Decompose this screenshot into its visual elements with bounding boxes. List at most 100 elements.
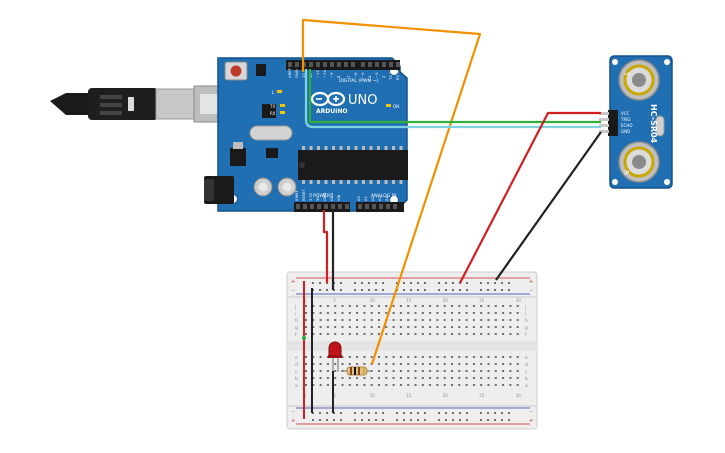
column-number: 5 [333, 393, 336, 398]
breadboard-hole [348, 363, 351, 365]
breadboard-hole [465, 384, 468, 386]
breadboard-center-channel [287, 341, 537, 351]
sensor-pin-block[interactable] [599, 110, 618, 136]
column-number: 20 [443, 393, 449, 398]
breadboard-hole [334, 384, 337, 386]
breadboard-hole [472, 356, 475, 358]
column-number: 15 [406, 393, 412, 398]
breadboard-hole [480, 377, 483, 379]
breadboard-hole [363, 312, 366, 314]
breadboard-hole [472, 305, 475, 307]
analog-pin [379, 204, 383, 209]
breadboard-hole [451, 333, 453, 335]
power-pin [324, 204, 328, 209]
rail-hole [410, 282, 412, 284]
wire-green-trig[interactable] [308, 69, 601, 124]
breadboard-hole [334, 312, 337, 314]
breadboard-hole [305, 377, 307, 379]
power-header[interactable] [294, 202, 350, 212]
breadboard-hole [458, 363, 461, 365]
rail-hole [368, 419, 370, 421]
breadboard-hole [378, 305, 380, 307]
arduino-uno-board[interactable]: ARDUINO UNO DIGITAL (PWM ~) POWER ANALOG… [204, 57, 408, 212]
led-tx-label: TX [269, 104, 275, 109]
breadboard-hole [465, 319, 468, 321]
breadboard-hole [443, 319, 446, 321]
red-led[interactable] [328, 341, 342, 372]
row-letter: f [525, 332, 527, 338]
breadboard-hole [414, 312, 417, 314]
breadboard-hole [414, 363, 417, 365]
breadboard-hole [494, 363, 497, 365]
digital-header[interactable] [286, 60, 400, 70]
breadboard-hole [465, 363, 468, 365]
breadboard-hole [407, 356, 410, 358]
rail-hole [445, 412, 447, 414]
breadboard-hole [472, 384, 475, 386]
pin-label-a3: A3 [378, 196, 382, 201]
rail-plus-bottom-right: + [529, 418, 533, 424]
rail-hole [480, 282, 482, 284]
chip-pin [399, 180, 403, 184]
rail-hole [333, 419, 335, 421]
rail-hole [480, 419, 482, 421]
breadboard-hole [399, 384, 402, 386]
pin-label-8: 8 [336, 75, 341, 78]
pin-label-2: 2 [381, 75, 386, 78]
wire-cyan-echo[interactable] [304, 69, 601, 129]
breadboard-hole [429, 370, 432, 372]
wire-black-gnd[interactable] [495, 131, 602, 281]
rail-minus-top-right: − [529, 288, 533, 294]
wire-red-vcc[interactable] [459, 111, 601, 284]
reset-button-cap[interactable] [230, 65, 242, 77]
rail-hole [382, 412, 384, 414]
breadboard-hole [494, 356, 497, 358]
breadboard-hole [341, 319, 344, 321]
breadboard-hole [421, 356, 424, 358]
breadboard-hole [451, 356, 453, 358]
rail-hole [354, 282, 356, 284]
resistor[interactable] [341, 366, 372, 376]
wire-orange-d13-to-resistor[interactable] [301, 18, 482, 365]
breadboard-hole [421, 363, 424, 365]
digital-pin [396, 62, 400, 67]
rail-minus-bottom-right: − [529, 409, 533, 415]
chip-pin [362, 180, 365, 184]
breadboard-hole [399, 363, 402, 365]
digital-pin [368, 62, 372, 67]
pin-label-a2: A2 [371, 196, 375, 201]
breadboard-hole [480, 319, 483, 321]
breadboard-hole [509, 319, 512, 321]
rail-hole [424, 412, 426, 414]
rail-hole [494, 282, 496, 284]
breadboard-hole [385, 384, 388, 386]
breadboard-hole [516, 333, 519, 335]
hc-sr04-sensor[interactable]: HC-SR04 T R VCC TRIG ECHO GND [599, 55, 673, 189]
chip-pin [369, 146, 373, 150]
breadboard-hole [436, 319, 439, 321]
breadboard-hole [312, 305, 315, 307]
breadboard-hole [399, 319, 402, 321]
rail-hole [368, 282, 370, 284]
rail-hole [459, 412, 461, 414]
breadboard-hole [465, 356, 468, 358]
column-number: 10 [370, 298, 376, 303]
rail-plus-top-left: + [291, 279, 295, 285]
rail-hole [438, 282, 440, 284]
column-number: 1 [304, 393, 307, 398]
wire-red-5v-to-rail[interactable] [322, 210, 329, 283]
breadboard-hole [378, 312, 380, 314]
breadboard-hole [319, 319, 322, 321]
rail-hole [403, 282, 405, 284]
rail-hole [466, 282, 468, 284]
rail-hole [319, 419, 321, 421]
breadboard-hole [334, 333, 337, 335]
breadboard-hole [472, 333, 475, 335]
rail-hole [410, 412, 412, 414]
breadboard-hole [319, 333, 322, 335]
breadboard-hole [370, 333, 373, 335]
breadboard-hole [370, 384, 373, 386]
rail-hole [417, 419, 419, 421]
